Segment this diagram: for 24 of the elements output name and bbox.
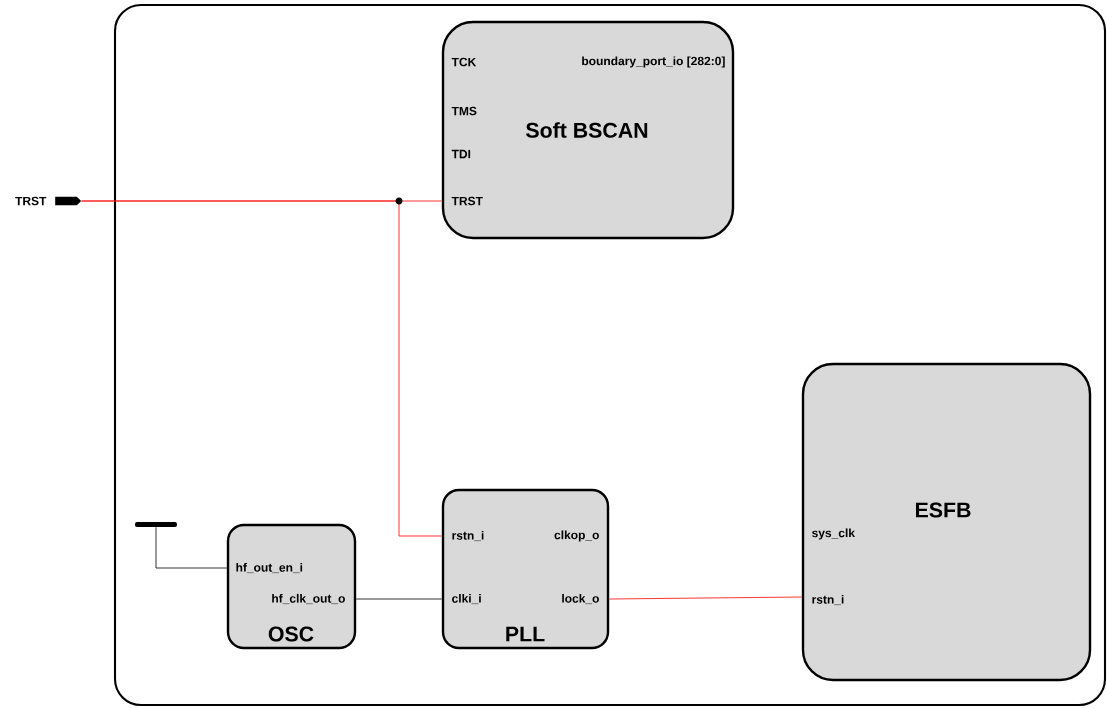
pin-label: lock_o: [562, 593, 599, 605]
wire: [155, 526, 228, 569]
pin-label: TRST: [451, 196, 483, 206]
pin-label: sys_clk: [812, 528, 855, 540]
pin-label: TCK: [451, 57, 477, 67]
block-title: PLL: [506, 626, 545, 642]
block-title: OSC: [268, 626, 314, 642]
pin-label: clkop_o: [554, 530, 599, 542]
wire: [608, 596, 803, 600]
wire: [81, 200, 443, 537]
wire: [355, 598, 443, 600]
supply-bar: [135, 522, 177, 527]
pin-label: rstn_i: [452, 530, 484, 542]
block-title: ESFB: [916, 502, 971, 518]
pin-label: hf_clk_out_o: [272, 593, 345, 605]
block-title: Soft BSCAN: [526, 122, 648, 138]
pin-label: clki_i: [452, 593, 481, 605]
pin-label: TMS: [451, 106, 477, 116]
pin-label: TDI: [451, 149, 471, 159]
board-outline: [113, 3, 1107, 707]
pin-label: rstn_i: [812, 594, 844, 606]
pin-label: hf_out_en_i: [236, 562, 303, 574]
port-label: TRST: [15, 196, 47, 206]
pin-label: boundary_port_io [282:0]: [582, 56, 725, 68]
